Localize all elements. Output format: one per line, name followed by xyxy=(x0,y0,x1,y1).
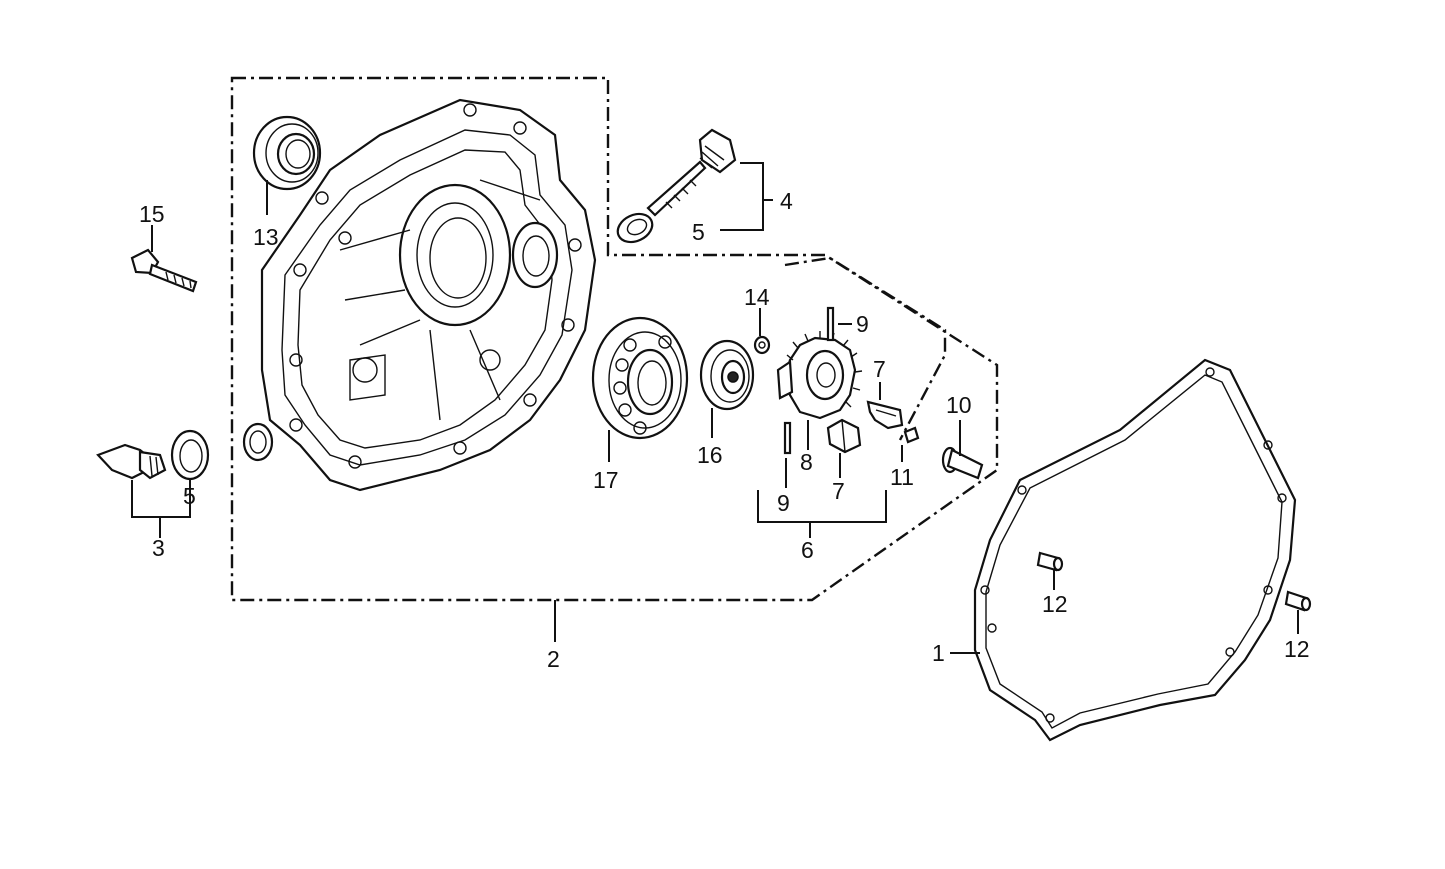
callout-8: 8 xyxy=(800,449,813,475)
clip-11 xyxy=(903,426,920,444)
oil-filler-cap-4 xyxy=(646,128,737,217)
bolt-10 xyxy=(941,446,984,480)
callout-1: 1 xyxy=(932,640,945,666)
crankcase-cover xyxy=(242,98,597,492)
callout-15: 15 xyxy=(139,201,165,227)
oil-seal-13 xyxy=(252,115,322,191)
governor-weight-7 xyxy=(866,400,904,430)
washer-14 xyxy=(753,335,771,355)
callout-5b: 5 xyxy=(183,483,196,509)
callout-11: 11 xyxy=(890,464,914,490)
callout-17: 17 xyxy=(593,467,619,493)
oil-filler-cap-3 xyxy=(96,443,167,480)
pin-9-upper xyxy=(826,306,835,342)
governor-slider-7 xyxy=(826,418,862,454)
assembly-boundary-2 xyxy=(230,76,999,602)
callout-12b: 12 xyxy=(1284,636,1310,662)
callout-3: 3 xyxy=(152,535,165,561)
dowel-pin-12-a xyxy=(1036,551,1064,572)
dowel-pin-12-b xyxy=(1284,590,1312,612)
callout-13: 13 xyxy=(253,224,279,250)
gasket-1 xyxy=(973,358,1297,742)
governor-gear-8 xyxy=(776,331,863,420)
callout-5a: 5 xyxy=(692,219,705,245)
callout-7a: 7 xyxy=(873,356,886,382)
o-ring-5-upper xyxy=(616,212,654,244)
assembly-boundary-6 xyxy=(784,256,947,441)
o-ring-5-lower xyxy=(170,429,210,481)
callout-9b: 9 xyxy=(777,490,790,516)
callout-9a: 9 xyxy=(856,311,869,337)
callout-14: 14 xyxy=(744,284,770,310)
callout-6: 6 xyxy=(801,537,814,563)
callout-10: 10 xyxy=(946,392,972,418)
callout-2: 2 xyxy=(547,646,560,672)
ball-bearing-17 xyxy=(591,316,689,440)
callout-16: 16 xyxy=(697,442,723,468)
ball-bearing-16 xyxy=(699,339,755,411)
callout-4: 4 xyxy=(780,188,793,214)
pin-9-lower xyxy=(783,421,792,455)
flange-bolt-15 xyxy=(130,248,198,293)
callout-12a: 12 xyxy=(1042,591,1068,617)
callout-7b: 7 xyxy=(832,478,845,504)
